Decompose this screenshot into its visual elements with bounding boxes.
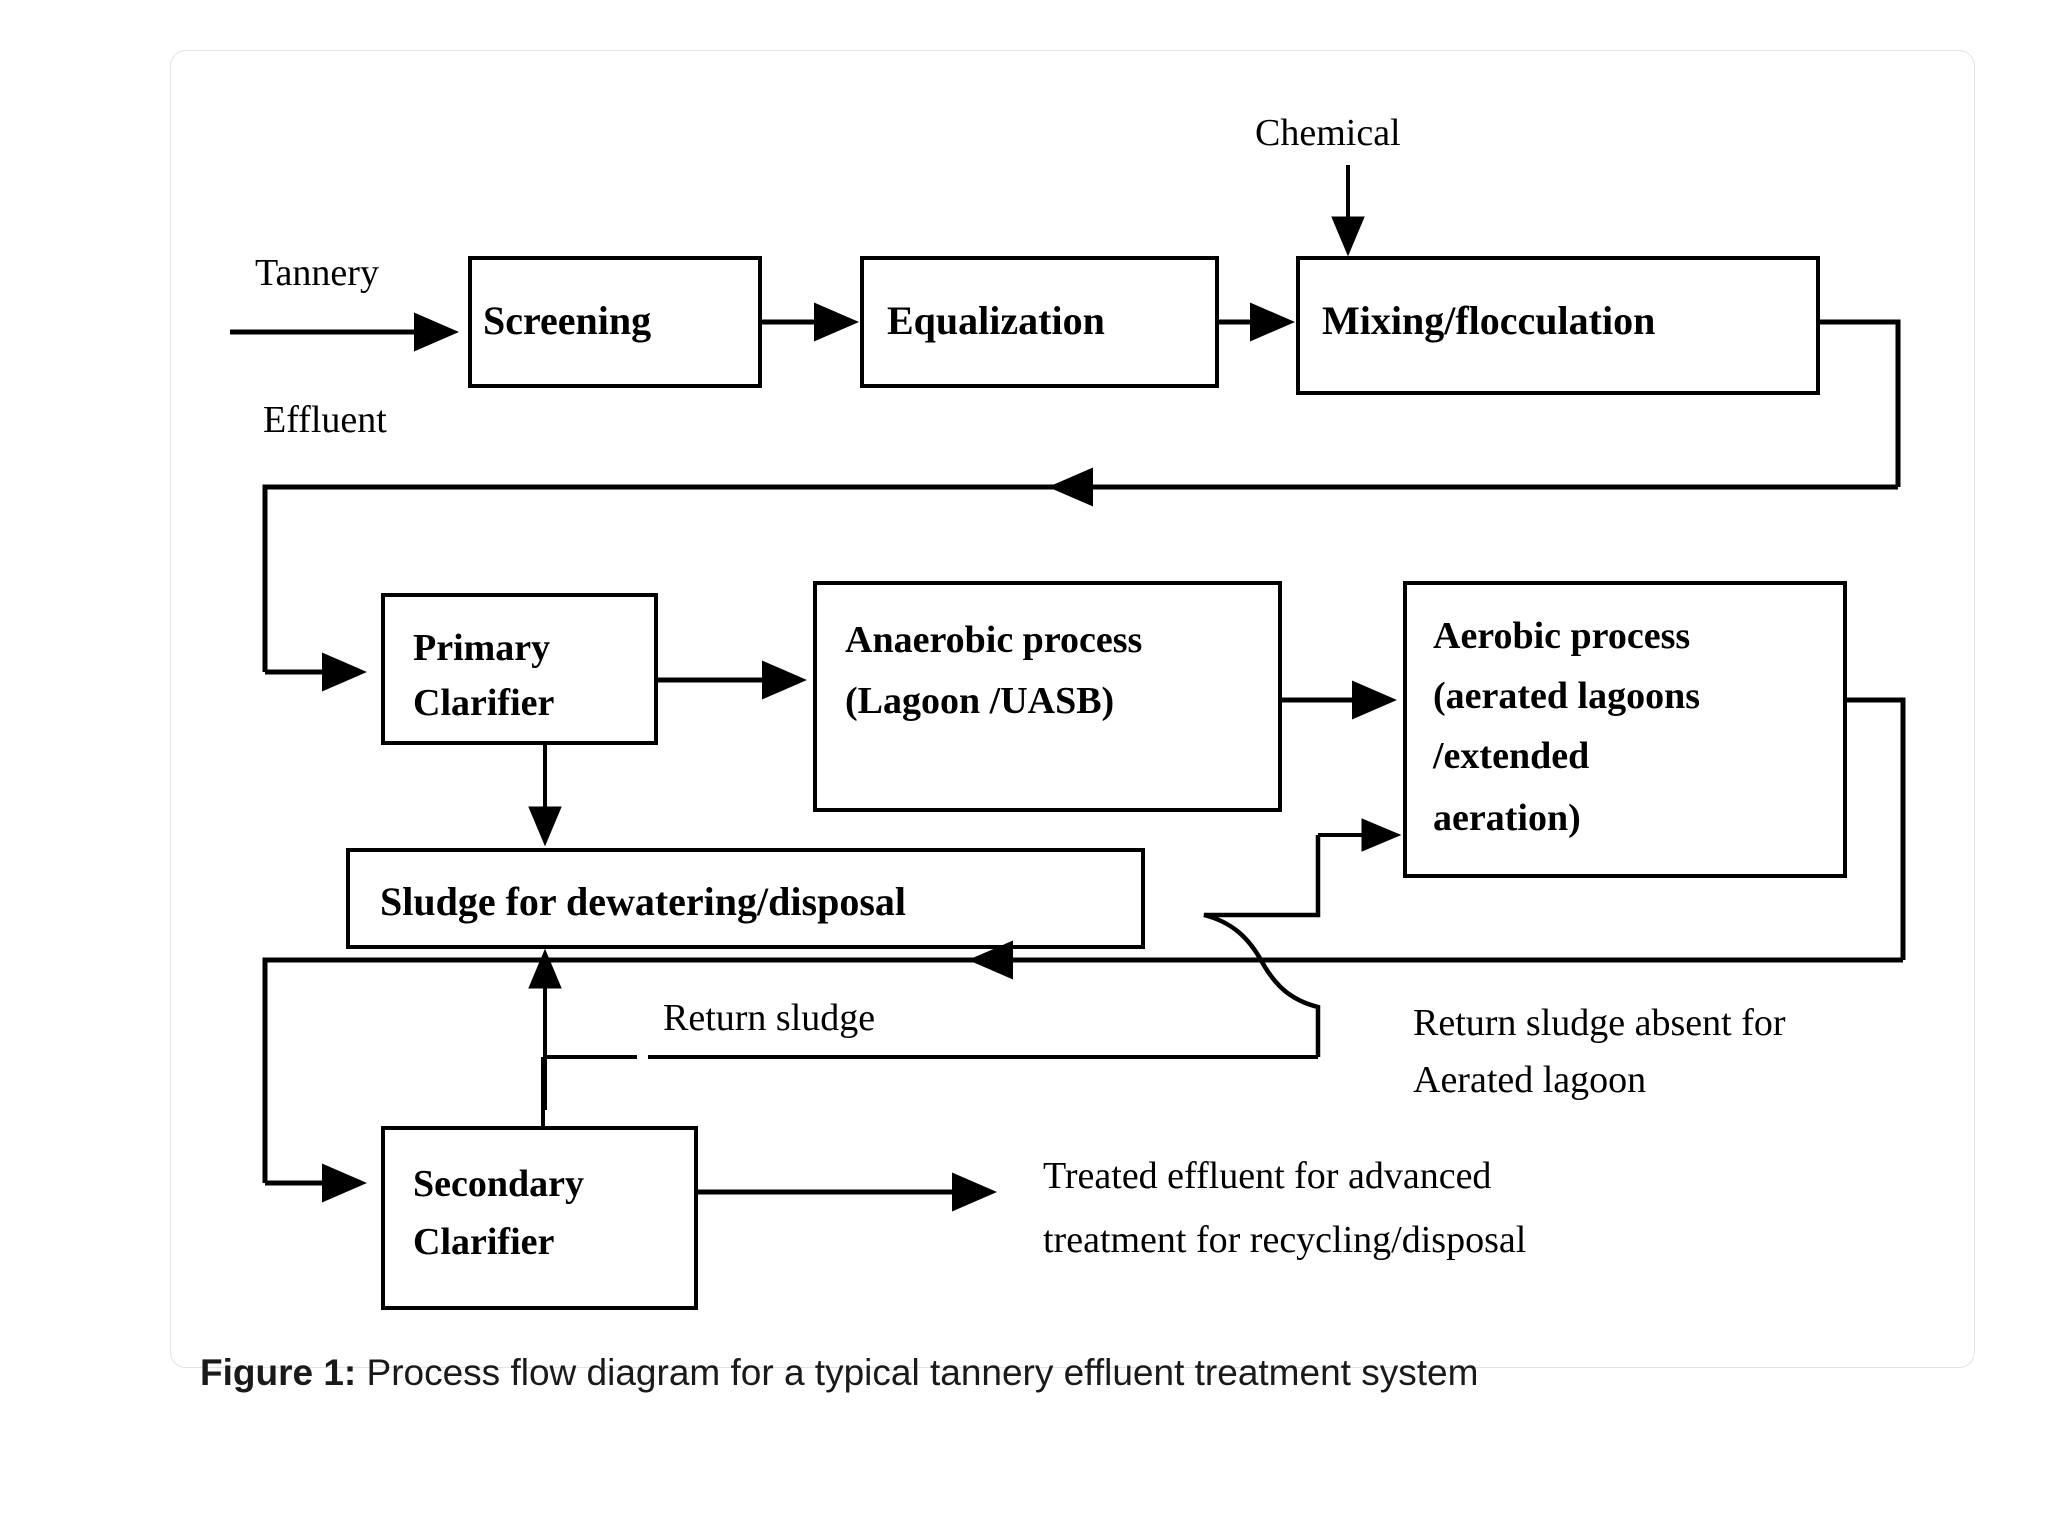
box-screening-label: Screening [483, 298, 651, 343]
label-tannery: Tannery [255, 252, 379, 294]
figure-caption-body: Process flow diagram for a typical tanne… [356, 1352, 1479, 1393]
label-effluent: Effluent [263, 399, 387, 441]
box-sludge-label: Sludge for dewatering/disposal [380, 879, 906, 924]
line-wasted-sludge-left-down [262, 957, 990, 1183]
label-treated-effluent-line1: Treated effluent for advanced [1043, 1155, 1491, 1197]
line-return-sludge-s-jumper [1203, 835, 1321, 1057]
box-aerobic-label-line2: (aerated lagoons [1433, 675, 1700, 717]
box-anaerobic-process [813, 581, 1282, 812]
box-aerobic-label-line4: aeration) [1433, 797, 1581, 839]
box-equalization [860, 256, 1219, 388]
box-secondary-clarifier-label-line1: Secondary [413, 1163, 584, 1205]
line-aerobic-exit-right [1845, 697, 1906, 960]
label-chemical: Chemical [1255, 112, 1401, 154]
box-primary-clarifier-label-line2: Clarifier [413, 682, 555, 724]
label-return-sludge-absent-line1: Return sludge absent for [1413, 1002, 1786, 1044]
figure-caption: Figure 1: Process flow diagram for a typ… [200, 1352, 2000, 1400]
line-mixing-exit-right [1818, 319, 1901, 487]
box-screening [468, 256, 762, 388]
label-return-sludge-absent-line2: Aerated lagoon [1413, 1059, 1646, 1101]
box-aerobic-label-line1: Aerobic process [1433, 615, 1690, 657]
box-sludge-dewatering [346, 848, 1145, 949]
box-mixing-flocculation [1296, 256, 1820, 395]
box-secondary-clarifier-label-line2: Clarifier [413, 1221, 555, 1263]
figure-caption-prefix: Figure 1: [200, 1352, 357, 1393]
box-mixing-flocculation-label: Mixing/flocculation [1322, 298, 1655, 343]
box-anaerobic-label-line1: Anaerobic process [845, 619, 1142, 661]
box-secondary-clarifier [381, 1126, 698, 1310]
label-return-sludge: Return sludge [663, 997, 875, 1039]
box-primary-clarifier [381, 593, 658, 745]
box-aerobic-process [1403, 581, 1847, 878]
box-anaerobic-label-line2: (Lagoon /UASB) [845, 680, 1114, 722]
line-return-left-down [262, 484, 1070, 672]
box-primary-clarifier-label-line1: Primary [413, 627, 550, 669]
box-aerobic-label-line3: /extended [1432, 735, 1589, 777]
label-treated-effluent-line2: treatment for recycling/disposal [1043, 1219, 1526, 1261]
box-equalization-label: Equalization [887, 298, 1105, 343]
